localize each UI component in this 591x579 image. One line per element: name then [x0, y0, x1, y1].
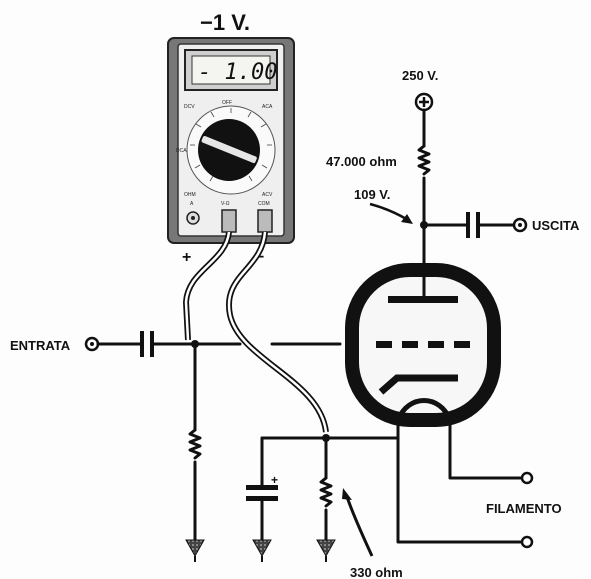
tube-grid	[376, 341, 470, 348]
ground-symbol-capacitor	[252, 539, 272, 562]
dial-label-dca: DCA	[176, 148, 187, 154]
cathode-bypass-capacitor	[246, 485, 278, 501]
input-terminal-dot	[90, 342, 94, 346]
knob-pointer	[201, 136, 257, 164]
input-coupling-capacitor	[140, 331, 154, 357]
dial-label-aca: ACA	[262, 104, 273, 110]
lcd-value: - 1.00	[198, 60, 277, 85]
output-terminal-dot	[518, 223, 522, 227]
cathode-resistor-arrowhead	[342, 488, 352, 500]
plate-voltage-label: 109 V.	[354, 187, 390, 202]
jack-a-hole	[191, 216, 195, 220]
multimeter: - 1.00 DCV OFF ACA OHM ACV DCA A V-Ω COM	[167, 37, 295, 244]
jack-label-a: A	[190, 201, 194, 207]
supply-terminal-plus	[419, 97, 429, 107]
cathode-resistor	[319, 476, 333, 508]
dial-tick-marks	[190, 108, 272, 182]
ground-symbol-grid	[185, 539, 205, 562]
dial-label-off: OFF	[222, 100, 232, 106]
meter-reading-label: −1 V.	[200, 10, 250, 35]
grid-resistor	[188, 428, 202, 460]
jack-label-v-ohm: V-Ω	[221, 201, 230, 207]
triode-tube	[345, 263, 501, 427]
input-label: ENTRATA	[10, 338, 71, 353]
filament-terminal-2	[520, 535, 534, 549]
lcd-display	[191, 55, 271, 85]
tube-cathode	[378, 374, 458, 395]
cathode-resistor-label: 330 ohm	[350, 565, 403, 579]
plate-voltage-arrowhead	[401, 214, 413, 224]
ground-symbol-cathode	[316, 539, 336, 562]
plate-voltage-pointer-arrow	[369, 202, 409, 222]
positive-probe-lead-core	[184, 231, 231, 341]
dial-label-ohm: OHM	[184, 192, 196, 198]
positive-lead-sign: +	[182, 249, 191, 266]
output-coupling-capacitor	[466, 212, 480, 238]
filament-label: FILAMENTO	[486, 501, 562, 516]
negative-lead-sign: −	[255, 249, 264, 266]
supply-voltage-label: 250 V.	[402, 68, 438, 83]
plate-load-resistor	[417, 144, 431, 176]
tube-heater	[395, 398, 453, 422]
tube-plate	[388, 296, 458, 303]
dial-label-dcv: DCV	[184, 104, 195, 110]
plate-resistor-label: 47.000 ohm	[326, 154, 397, 169]
probe-leads	[182, 231, 329, 433]
negative-probe-lead	[225, 231, 329, 433]
filament-terminal-1	[520, 471, 534, 485]
cathode-resistor-pointer-arrow	[344, 493, 374, 557]
jack-com-plug[interactable]	[257, 209, 273, 233]
jack-label-com: COM	[258, 201, 270, 207]
dial-label-acv: ACV	[262, 192, 273, 198]
jack-v-ohm-plug[interactable]	[221, 209, 237, 233]
capacitor-plus-sign: +	[271, 473, 278, 487]
filament-wire-2	[396, 436, 524, 544]
filament-wire-1	[448, 418, 524, 480]
negative-probe-lead-core	[227, 231, 328, 433]
output-label: USCITA	[532, 218, 580, 233]
